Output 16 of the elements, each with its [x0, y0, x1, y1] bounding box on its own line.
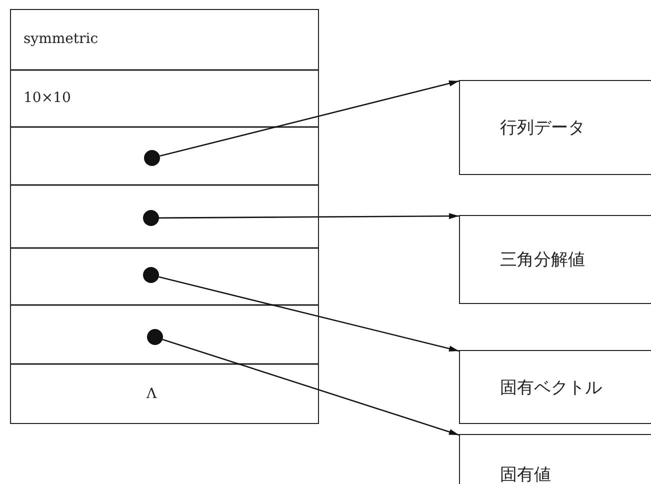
pointer-dot	[142, 266, 158, 282]
table-frame	[10, 9, 319, 424]
table-cell: 10×10	[10, 70, 110, 126]
data-box: 固有ベクトル	[459, 350, 651, 424]
table-cell: symmetric	[10, 8, 140, 70]
pointer-dot	[146, 328, 162, 344]
data-box: 三角分解値	[459, 215, 651, 304]
table-cell: Λ	[134, 366, 170, 422]
arrow	[159, 213, 459, 220]
arrow	[160, 80, 460, 157]
arrow	[162, 338, 460, 436]
pointer-dot	[144, 150, 160, 166]
pointer-dot	[142, 210, 158, 226]
data-box: 固有値	[459, 434, 651, 484]
arrow	[158, 276, 460, 352]
data-box: 行列データ	[459, 80, 651, 175]
